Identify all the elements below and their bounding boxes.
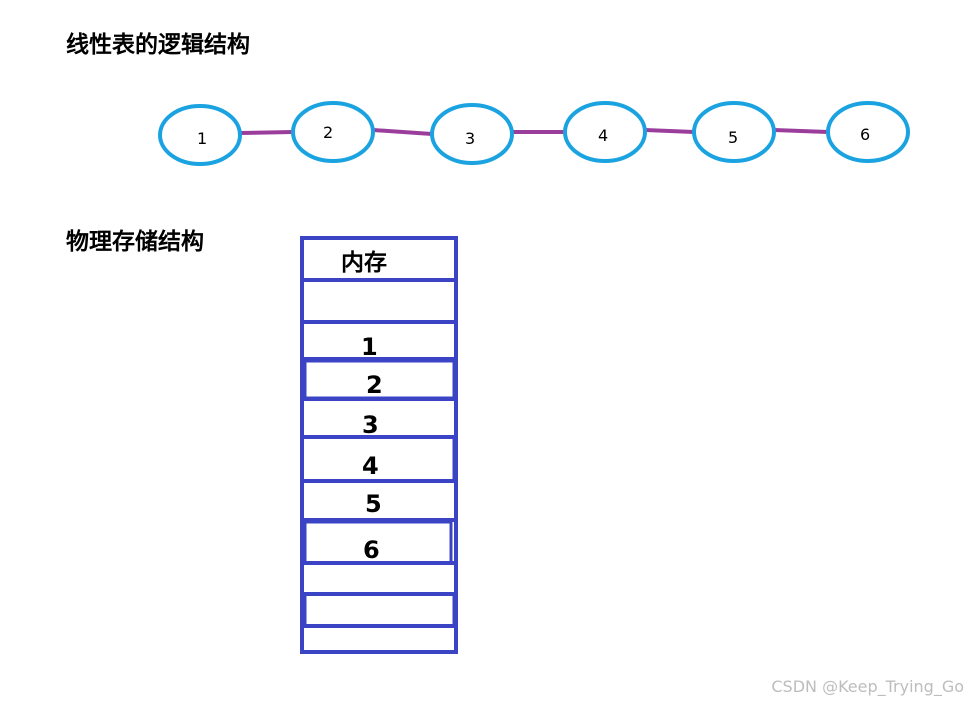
linked-list-nodes: 1 2 3 4 5 6 <box>158 101 910 166</box>
memory-cell-value: 5 <box>365 490 382 518</box>
memory-header: 内存 <box>341 249 387 276</box>
list-node-label: 2 <box>323 123 333 142</box>
linked-list-links <box>239 128 829 136</box>
node-link <box>372 128 433 136</box>
memory-cell-value: 1 <box>361 333 378 361</box>
logical-structure-title: 线性表的逻辑结构 <box>66 32 250 58</box>
memory-cell-border <box>303 520 453 565</box>
list-node <box>430 103 514 165</box>
list-node <box>158 104 242 166</box>
memory-cell-value: 6 <box>363 536 380 564</box>
node-link <box>239 130 294 135</box>
memory-cell-value: 4 <box>362 452 379 480</box>
list-node-label: 3 <box>465 129 475 148</box>
list-node <box>826 101 910 163</box>
list-node <box>291 101 375 163</box>
memory-block: 内存 1 2 3 4 5 6 <box>300 236 458 654</box>
list-node <box>563 101 647 163</box>
memory-cell-value: 3 <box>362 411 379 439</box>
memory-cell-border <box>303 359 456 400</box>
memory-cell-border <box>303 592 456 628</box>
memory-cell-value: 2 <box>366 371 383 399</box>
physical-storage-title: 物理存储结构 <box>66 229 204 255</box>
list-node-label: 1 <box>197 129 207 148</box>
node-link <box>773 128 829 134</box>
node-link <box>644 128 695 134</box>
watermark: CSDN @Keep_Trying_Go <box>771 677 964 696</box>
list-node <box>692 101 776 163</box>
list-node-label: 4 <box>598 126 608 145</box>
list-node-label: 5 <box>728 128 738 147</box>
memory-cell-border <box>300 435 456 483</box>
memory-outline <box>300 236 458 654</box>
list-node-label: 6 <box>860 125 870 144</box>
